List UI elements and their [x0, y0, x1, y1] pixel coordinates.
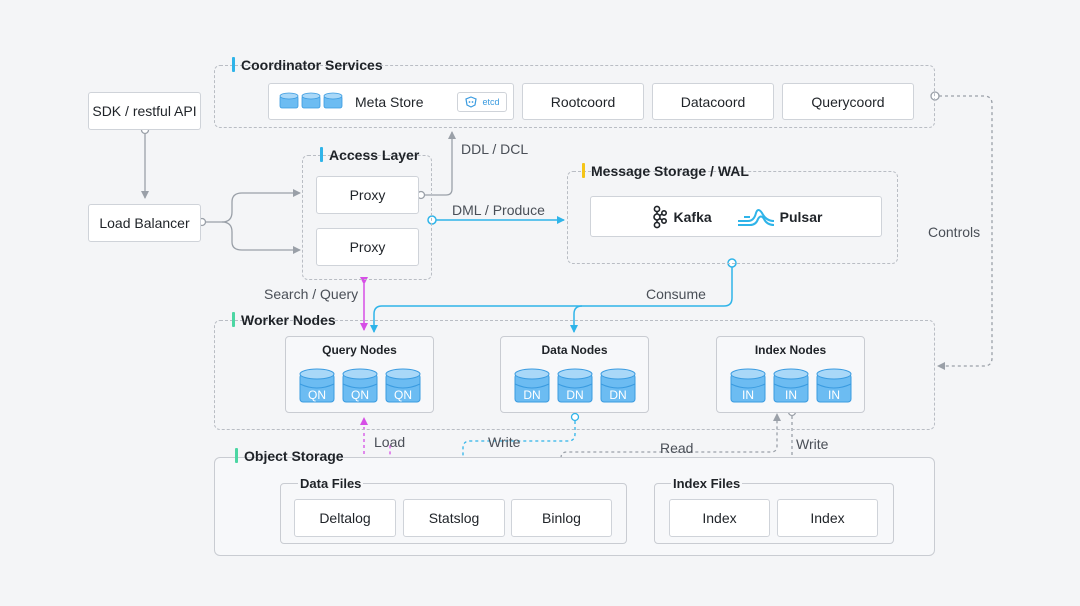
query-nodes-title: Query Nodes	[322, 343, 397, 357]
index-node-db-2: IN	[773, 368, 809, 406]
index-node-label-3: IN	[828, 388, 840, 402]
access-layer-label: Access Layer	[329, 147, 420, 163]
index-box-2[interactable]: Index	[777, 499, 878, 537]
data-node-db-3: DN	[600, 368, 636, 406]
worker-nodes-group	[214, 320, 935, 430]
kafka-pulsar-box[interactable]: Kafka Pulsar	[590, 196, 882, 237]
index-node-label-2: IN	[785, 388, 797, 402]
database-icon	[279, 92, 343, 108]
binlog-box[interactable]: Binlog	[511, 499, 612, 537]
etcd-label: etcd	[482, 96, 500, 107]
coordinator-services-group	[214, 65, 935, 128]
cylinder-icon	[385, 368, 421, 403]
index-node-db-3: IN	[816, 368, 852, 406]
meta-store-box[interactable]: Meta Store etcd	[268, 83, 514, 120]
coordinator-services-title: Coordinator Services	[232, 57, 383, 73]
object-storage-label: Object Storage	[244, 448, 344, 464]
edge-label-write-data: Write	[488, 434, 521, 450]
meta-store-label: Meta Store	[355, 93, 424, 110]
query-node-db-1: QN	[299, 368, 335, 406]
pulsar-label: Pulsar	[779, 208, 823, 225]
rootcoord-box[interactable]: Rootcoord	[522, 83, 644, 120]
message-storage-group	[567, 171, 898, 264]
edge-label-controls: Controls	[928, 224, 981, 240]
query-node-db-2: QN	[342, 368, 378, 406]
etcd-icon	[465, 95, 478, 108]
cylinder-icon	[514, 368, 550, 403]
edge-label-ddl-dcl: DDL / DCL	[461, 141, 529, 157]
querycoord-box[interactable]: Querycoord	[782, 83, 914, 120]
etcd-badge: etcd	[457, 91, 507, 112]
kafka-icon	[652, 205, 667, 228]
data-node-db-1: DN	[514, 368, 550, 406]
query-node-label-2: QN	[351, 388, 369, 402]
data-node-label-1: DN	[523, 388, 541, 402]
kafka-label: Kafka	[673, 208, 712, 225]
index-nodes-group[interactable]: Index Nodes IN IN IN	[716, 336, 865, 413]
proxy-box-1[interactable]: Proxy	[316, 176, 419, 214]
cylinder-icon	[773, 368, 809, 403]
coordinator-services-label: Coordinator Services	[241, 57, 383, 73]
edge-label-read: Read	[660, 440, 694, 456]
edge-label-consume: Consume	[646, 286, 706, 302]
datacoord-box[interactable]: Datacoord	[652, 83, 774, 120]
access-layer-group	[302, 155, 432, 280]
data-node-label-3: DN	[609, 388, 627, 402]
worker-nodes-label: Worker Nodes	[241, 312, 336, 328]
edge-label-write-index: Write	[796, 436, 829, 452]
cylinder-icon	[299, 368, 335, 403]
edge-label-dml-produce: DML / Produce	[452, 202, 545, 218]
load-balancer-box[interactable]: Load Balancer	[88, 204, 201, 242]
statslog-box[interactable]: Statslog	[403, 499, 505, 537]
query-node-db-3: QN	[385, 368, 421, 406]
cylinder-icon	[816, 368, 852, 403]
edge-label-search-query: Search / Query	[264, 286, 359, 302]
cylinder-icon	[600, 368, 636, 403]
data-files-title: Data Files	[298, 476, 364, 491]
data-node-db-2: DN	[557, 368, 593, 406]
cylinder-icon	[557, 368, 593, 403]
query-node-label-3: QN	[394, 388, 412, 402]
worker-nodes-title: Worker Nodes	[232, 312, 336, 328]
cylinder-icon	[730, 368, 766, 403]
data-nodes-group[interactable]: Data Nodes DN DN DN	[500, 336, 649, 413]
cylinder-icon	[342, 368, 378, 403]
deltalog-box[interactable]: Deltalog	[294, 499, 396, 537]
data-node-label-2: DN	[566, 388, 584, 402]
message-storage-title: Message Storage / WAL	[582, 163, 749, 179]
index-files-title: Index Files	[671, 476, 743, 491]
message-storage-label: Message Storage / WAL	[591, 163, 749, 179]
access-layer-title: Access Layer	[320, 147, 419, 163]
index-nodes-title: Index Nodes	[754, 343, 827, 357]
edge-label-load: Load	[374, 434, 406, 450]
sdk-restful-api-box[interactable]: SDK / restful API	[88, 92, 201, 130]
pulsar-icon	[737, 208, 774, 226]
edge-sdk-to-lb	[140, 125, 150, 199]
query-nodes-group[interactable]: Query Nodes QN QN QN	[285, 336, 434, 413]
index-node-db-1: IN	[730, 368, 766, 406]
proxy-box-2[interactable]: Proxy	[316, 228, 419, 266]
index-box-1[interactable]: Index	[669, 499, 770, 537]
index-node-label-1: IN	[742, 388, 754, 402]
edge-lb-to-proxies	[197, 189, 301, 254]
object-storage-title: Object Storage	[235, 448, 344, 464]
data-nodes-title: Data Nodes	[541, 343, 608, 357]
query-node-label-1: QN	[308, 388, 326, 402]
